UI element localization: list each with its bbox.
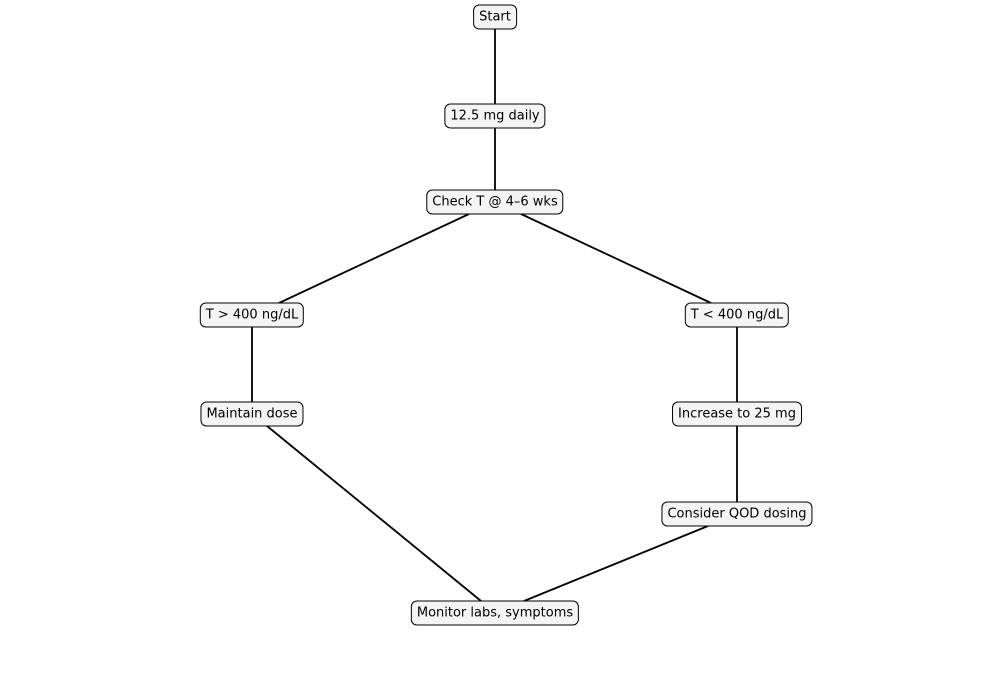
node-high-testosterone: T > 400 ng/dL [199,302,305,328]
edge-check-to-low [520,213,712,304]
node-maintain-dose: Maintain dose [200,401,304,427]
node-increase-dose: Increase to 25 mg [672,401,802,427]
node-monitor: Monitor labs, symptoms [410,600,580,626]
edge-check-to-high [278,213,470,304]
node-low-testosterone: T < 400 ng/dL [684,302,790,328]
node-initial-dose: 12.5 mg daily [444,103,546,129]
node-check-testosterone: Check T @ 4–6 wks [426,189,564,215]
node-start: Start [473,4,517,30]
edge-qod-to-monitor [523,525,709,602]
node-consider-qod: Consider QOD dosing [661,501,813,527]
edge-maintain-to-monitor [266,425,482,602]
